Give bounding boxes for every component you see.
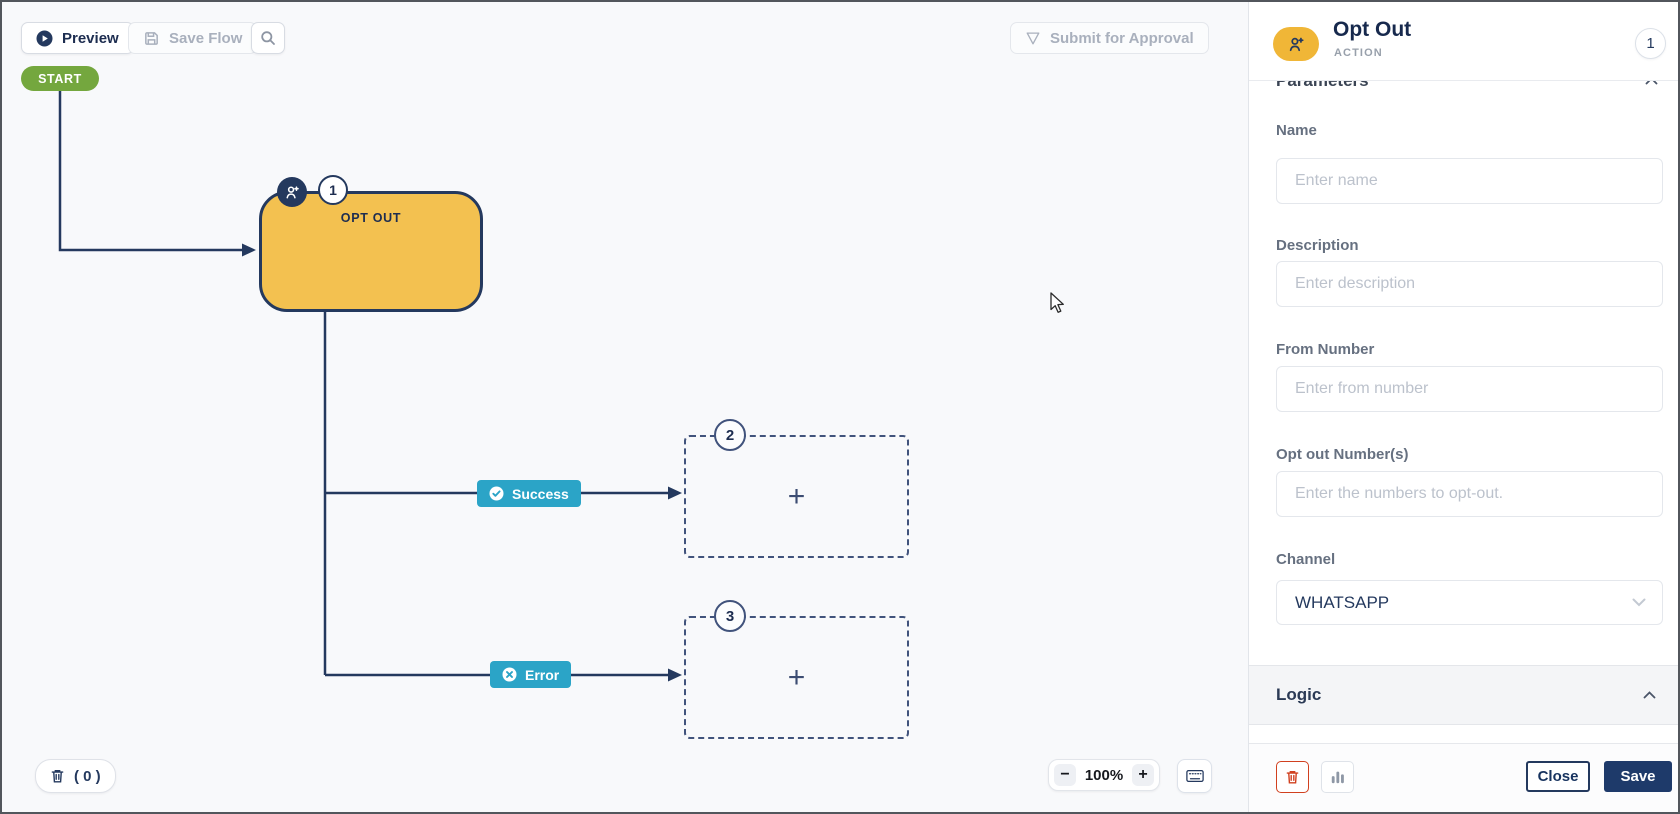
logic-heading: Logic (1276, 685, 1322, 704)
floppy-save-icon (145, 31, 158, 45)
trash-icon (1286, 770, 1299, 784)
plus-icon: + (787, 660, 806, 694)
delete-node-button[interactable] (1276, 761, 1309, 793)
person-plus-icon (1289, 37, 1304, 51)
close-button[interactable]: Close (1526, 761, 1590, 792)
opt-out-numbers-label: Opt out Number(s) (1276, 446, 1409, 463)
error-label: Error (525, 666, 560, 683)
person-plus-icon (285, 185, 299, 198)
trash-icon (51, 769, 64, 783)
play-icon (36, 30, 53, 46)
panel-title: Opt Out (1333, 18, 1412, 41)
save-flow-button[interactable]: Save Flow (128, 22, 258, 54)
action-type-badge (1273, 27, 1319, 61)
panel-header: Opt Out ACTION 1 (1249, 2, 1678, 81)
plus-icon: + (787, 479, 806, 513)
delete-counter-button[interactable]: ( 0 ) (35, 759, 116, 793)
x-circle-icon (502, 667, 517, 682)
name-field[interactable] (1276, 158, 1663, 204)
zoom-in-button[interactable]: + (1132, 764, 1154, 786)
panel-subtitle: ACTION (1334, 47, 1383, 59)
channel-select[interactable]: WHATSAPP (1276, 580, 1663, 625)
panel-footer: Close Save (1249, 743, 1678, 812)
opt-out-numbers-field[interactable] (1276, 471, 1663, 517)
add-step-success-box[interactable]: + (684, 435, 909, 558)
parameters-heading: Parameters (1276, 81, 1369, 91)
analytics-button[interactable] (1321, 761, 1354, 793)
success-step-number-badge: 2 (714, 419, 746, 451)
opt-out-node-title: OPT OUT (340, 211, 402, 225)
start-label: START (38, 71, 82, 86)
chevron-up-icon (1645, 81, 1658, 85)
mouse-cursor-icon (1050, 292, 1064, 313)
success-label: Success (512, 485, 569, 502)
channel-value: WHATSAPP (1295, 592, 1390, 612)
panel-scroll-area[interactable]: Parameters Name Description From Number … (1249, 81, 1678, 744)
search-icon (261, 31, 275, 45)
node-type-badge (277, 177, 307, 207)
chevron-down-icon (1632, 598, 1646, 607)
channel-label: Channel (1276, 551, 1336, 568)
start-badge: START (21, 66, 99, 91)
preview-button[interactable]: Preview (21, 22, 134, 54)
save-flow-label: Save Flow (169, 29, 243, 47)
add-step-error-box[interactable]: + (684, 616, 909, 739)
zoom-level: 100% (1084, 766, 1124, 784)
opt-out-node[interactable]: OPT OUT (259, 191, 483, 312)
submit-approval-button[interactable]: Submit for Approval (1010, 22, 1209, 54)
name-label: Name (1276, 122, 1317, 139)
description-field[interactable] (1276, 261, 1663, 307)
success-edge-label: Success (477, 480, 581, 507)
delete-counter-label: ( 0 ) (74, 767, 101, 785)
save-button[interactable]: Save (1604, 761, 1672, 792)
keyboard-icon (1185, 769, 1204, 783)
from-number-field[interactable] (1276, 366, 1663, 412)
logic-section-header[interactable]: Logic (1249, 665, 1678, 725)
chevron-up-icon (1643, 691, 1656, 699)
description-label: Description (1276, 237, 1359, 254)
panel-step-number-badge: 1 (1635, 28, 1666, 59)
submit-approval-label: Submit for Approval (1050, 29, 1194, 47)
flow-connectors (58, 90, 682, 682)
bar-chart-icon (1331, 771, 1344, 784)
error-step-number-badge: 3 (714, 600, 746, 632)
preview-label: Preview (62, 29, 119, 47)
check-circle-icon (489, 486, 504, 501)
flow-canvas[interactable]: Preview Save Flow Submit for Approval ST… (2, 2, 1248, 812)
zoom-control: − 100% + (1048, 759, 1160, 791)
keyboard-shortcuts-button[interactable] (1177, 759, 1212, 793)
search-button[interactable] (251, 22, 285, 54)
error-edge-label: Error (490, 661, 572, 688)
zoom-out-button[interactable]: − (1054, 764, 1076, 786)
node-number-badge: 1 (318, 175, 348, 205)
submit-funnel-icon (1026, 32, 1040, 45)
parameters-section-header[interactable]: Parameters (1249, 81, 1678, 99)
node-properties-panel: Opt Out ACTION 1 Parameters Name Descrip… (1248, 2, 1678, 812)
from-number-label: From Number (1276, 341, 1375, 358)
